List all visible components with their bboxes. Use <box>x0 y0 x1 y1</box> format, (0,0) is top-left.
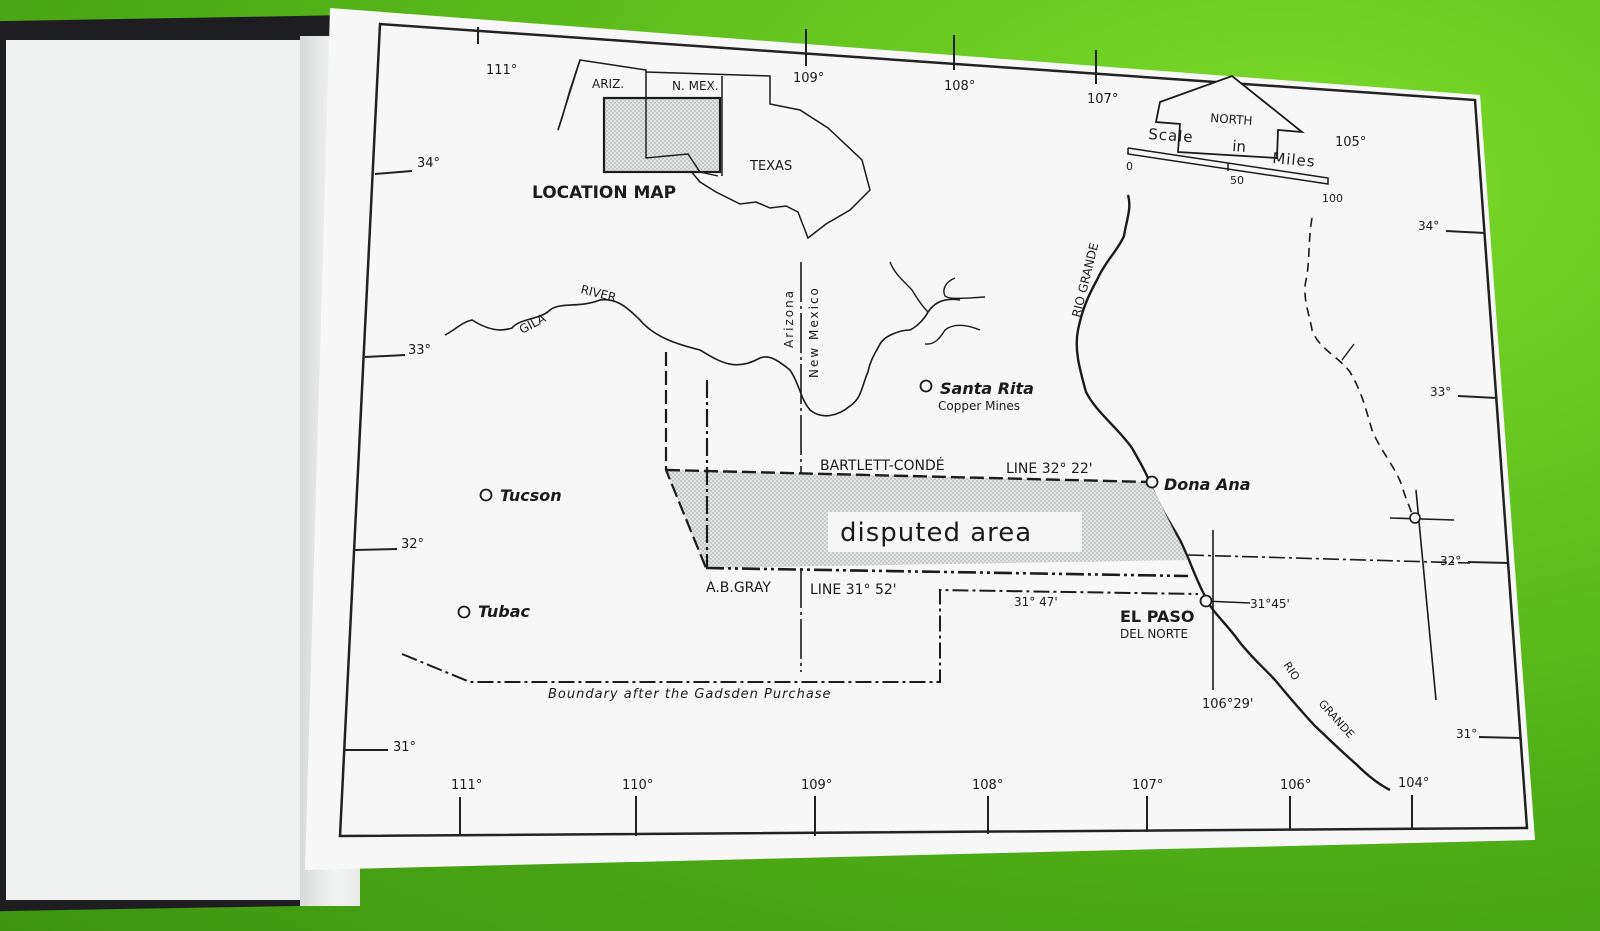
bottom-lon-109: 109° <box>801 778 832 793</box>
bartlett-conde-line <box>665 468 1151 484</box>
left-lat-34: 34° <box>417 156 440 171</box>
gila-tributary-2 <box>943 277 986 300</box>
disturnel-note-arrow <box>1341 343 1355 361</box>
scale-0: 0 <box>1126 160 1133 173</box>
left-ticks <box>345 170 413 751</box>
bartlett-lat-label: LINE 32° 22' <box>1006 461 1093 477</box>
disturnel-rio-grande <box>1304 217 1415 521</box>
right-lat-33: 33° <box>1430 385 1451 399</box>
location-map-title: LOCATION MAP <box>532 183 676 203</box>
gadsden-label: Boundary after the Gadsden Purchase <box>548 687 832 702</box>
left-lat-33: 33° <box>408 343 431 358</box>
top-lon-107: 107° <box>1087 92 1118 107</box>
santa-rita-sub-label: Copper Mines <box>938 399 1020 413</box>
gray-line <box>705 566 1189 578</box>
lat-32-line <box>1187 554 1471 564</box>
location-map-border-line <box>645 98 719 177</box>
left-lat-32: 32° <box>401 537 424 552</box>
gray-lat-label: LINE 31° 52' <box>810 582 897 598</box>
location-map-shaded <box>602 96 722 174</box>
gray-label: A.B.GRAY <box>706 580 771 596</box>
top-lon-109: 109° <box>793 71 824 86</box>
gila-river <box>444 298 961 417</box>
right-ticks <box>1445 230 1521 739</box>
disturnel-el-paso-marker <box>1409 512 1421 524</box>
tubac-label: Tubac <box>478 602 530 621</box>
tubac-marker <box>457 605 471 619</box>
bottom-lon-106: 106° <box>1280 778 1311 793</box>
lat-3145-label: 31°45' <box>1250 597 1290 611</box>
gila-tributary-1 <box>889 261 929 313</box>
top-lon-108: 108° <box>944 79 975 94</box>
el-paso-marker <box>1199 594 1213 608</box>
scale-100: 100 <box>1322 192 1343 205</box>
dona-ana-label: Dona Ana <box>1164 475 1251 494</box>
scale-bar <box>1127 147 1329 185</box>
bottom-lon-107: 107° <box>1132 778 1163 793</box>
top-ticks <box>477 27 1097 84</box>
bartlett-label: BARTLETT-CONDÉ <box>820 457 945 474</box>
scale-miles: Miles <box>1272 149 1317 171</box>
loc-ariz: ARIZ. <box>592 77 624 91</box>
tucson-label: Tucson <box>500 486 562 505</box>
north-label: NORTH <box>1210 111 1253 128</box>
bottom-lon-104: 104° <box>1398 776 1429 791</box>
bottom-lon-111: 111° <box>451 778 482 793</box>
lat-3147-label: 31° 47' <box>1014 595 1058 609</box>
dona-ana-marker <box>1145 475 1159 489</box>
disturnel-meridian <box>1415 489 1437 701</box>
map-sheet <box>305 8 1535 870</box>
scale-in: in <box>1232 137 1247 156</box>
new-mexico-label: New Mexico <box>807 286 821 378</box>
disputed-west-boundary <box>664 352 708 569</box>
el-paso-label: EL PASO <box>1120 607 1194 626</box>
arizona-label: Arizona <box>782 289 796 348</box>
right-lat-34: 34° <box>1418 219 1439 233</box>
lat-3215-line <box>1389 517 1455 521</box>
santa-rita-label: Santa Rita <box>940 379 1034 398</box>
left-lat-31: 31° <box>393 740 416 755</box>
scale-50: 50 <box>1230 174 1244 187</box>
el-paso-sub-label: DEL NORTE <box>1120 627 1188 641</box>
scale-word: Scale <box>1148 125 1195 146</box>
right-lat-32: 32° <box>1440 554 1461 568</box>
gadsden-boundary <box>401 588 1199 683</box>
left-blank-page <box>6 40 338 900</box>
top-lon-105: 105° <box>1335 135 1366 150</box>
lat-3145-line <box>1204 600 1251 604</box>
santa-rita-marker <box>919 379 933 393</box>
loc-texas: TEXAS <box>749 159 792 174</box>
lon-10629-label: 106°29' <box>1202 697 1253 712</box>
disputed-area-label: disputed area <box>840 518 1032 548</box>
gila-tributary-3 <box>924 324 981 345</box>
right-lat-31: 31° <box>1456 727 1477 741</box>
bottom-ticks <box>459 795 1413 836</box>
top-lon-111: 111° <box>486 63 517 78</box>
loc-nmex: N. MEX. <box>672 79 719 93</box>
disputed-area-label-box <box>828 512 1082 552</box>
bottom-lon-110: 110° <box>622 778 653 793</box>
map-border <box>338 22 1529 838</box>
tucson-marker <box>479 488 493 502</box>
north-arrow <box>1154 74 1305 159</box>
bottom-lon-108: 108° <box>972 778 1003 793</box>
